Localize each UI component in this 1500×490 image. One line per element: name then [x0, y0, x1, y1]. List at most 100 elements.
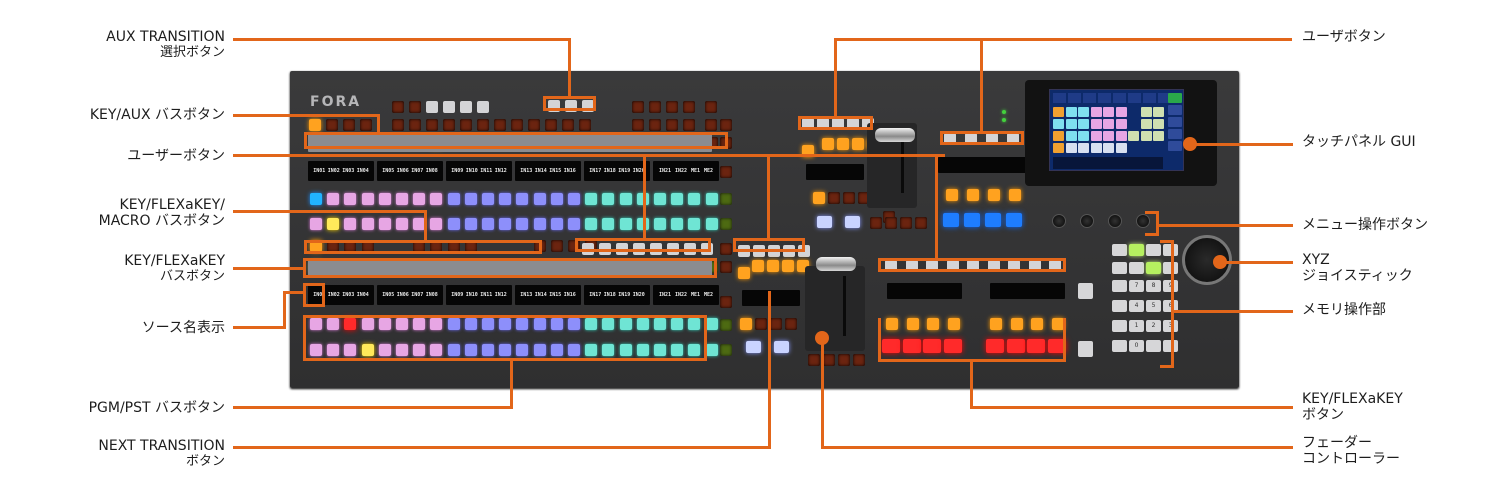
- pgm-bus-button[interactable]: [585, 318, 598, 330]
- flexakey-macro-bus-button[interactable]: [327, 240, 340, 252]
- touch-panel-side-button[interactable]: [1168, 117, 1182, 127]
- touch-panel-tab[interactable]: [1083, 93, 1096, 103]
- aux-bus-button[interactable]: [720, 119, 732, 131]
- aux-bus-button[interactable]: [632, 101, 644, 113]
- pst-bus-button[interactable]: [602, 218, 615, 230]
- touch-panel-button[interactable]: [1153, 107, 1164, 117]
- trans-option-button[interactable]: [808, 354, 820, 366]
- key-flexakey-button[interactable]: [967, 189, 979, 201]
- memory-function-button[interactable]: [1163, 340, 1178, 352]
- next-transition-button[interactable]: [720, 319, 732, 331]
- pst-bus-button[interactable]: [550, 344, 563, 356]
- key-flexakey-button[interactable]: [943, 339, 962, 353]
- key-flexakey-button[interactable]: [964, 213, 980, 227]
- pst-bus-button[interactable]: [499, 218, 512, 230]
- touch-panel-button[interactable]: [1078, 143, 1089, 153]
- key-select-button[interactable]: [309, 119, 321, 131]
- pgm-bus-button[interactable]: [654, 193, 666, 205]
- touch-panel-button[interactable]: [1140, 119, 1152, 129]
- aux-bus-button[interactable]: [477, 101, 489, 113]
- pgm-bus-button[interactable]: [585, 193, 598, 205]
- touch-panel-side-button[interactable]: [1168, 129, 1182, 139]
- touch-panel-button[interactable]: [1140, 131, 1152, 141]
- pgm-bus-button[interactable]: [378, 193, 391, 205]
- keypad-key-4[interactable]: 4: [1129, 300, 1144, 312]
- flexakey-macro-bus-button[interactable]: [344, 240, 357, 252]
- keypad-key-9[interactable]: 9: [1163, 280, 1178, 292]
- pgm-bus-button[interactable]: [533, 193, 546, 205]
- fader-handle-upper[interactable]: [875, 128, 915, 142]
- key-select-button[interactable]: [326, 119, 338, 131]
- menu-knob-4[interactable]: [1136, 214, 1150, 228]
- touch-panel-button[interactable]: [1065, 143, 1077, 153]
- pst-bus-button[interactable]: [533, 344, 546, 356]
- pst-bus-button[interactable]: [378, 218, 391, 230]
- pgm-bus-button[interactable]: [396, 318, 408, 330]
- pgm-bus-button[interactable]: [413, 193, 426, 205]
- pst-bus-button[interactable]: [585, 344, 598, 356]
- touch-panel-button[interactable]: [1053, 119, 1064, 129]
- aux-bus-button[interactable]: [683, 101, 695, 113]
- pgm-bus-button[interactable]: [636, 318, 649, 330]
- touch-panel-side-button[interactable]: [1168, 93, 1182, 103]
- pst-bus-button[interactable]: [430, 344, 443, 356]
- touch-panel-button[interactable]: [1153, 131, 1164, 141]
- touch-panel-tab[interactable]: [1158, 93, 1171, 103]
- touch-panel-tab[interactable]: [1068, 93, 1081, 103]
- key-flexakey-button[interactable]: [1009, 189, 1021, 201]
- pgm-bus-button[interactable]: [413, 318, 426, 330]
- pgm-bus-button[interactable]: [705, 318, 718, 330]
- key-flexakey-button[interactable]: [882, 339, 900, 353]
- pst-bus-button[interactable]: [378, 344, 391, 356]
- pgm-bus-button[interactable]: [344, 193, 357, 205]
- transition-type-button[interactable]: [770, 318, 782, 330]
- memory-function-button[interactable]: [1146, 244, 1161, 256]
- key-flexakey-button[interactable]: [1010, 318, 1023, 330]
- key-select-button[interactable]: [360, 119, 372, 131]
- flexakey-macro-bus-button[interactable]: [550, 240, 563, 252]
- pgm-bus-button[interactable]: [464, 318, 477, 330]
- pgm-bus-button[interactable]: [568, 318, 580, 330]
- pgm-bus-button[interactable]: [430, 193, 443, 205]
- pst-bus-button[interactable]: [654, 344, 666, 356]
- pst-bus-button[interactable]: [671, 344, 684, 356]
- memory-function-button[interactable]: [1129, 262, 1144, 274]
- pgm-bus-button[interactable]: [671, 193, 684, 205]
- flexakey-macro-bus-button[interactable]: [430, 240, 443, 252]
- flexakey-macro-bus-button[interactable]: [447, 240, 460, 252]
- pst-bus-button[interactable]: [671, 218, 684, 230]
- transition-type-button[interactable]: [740, 318, 752, 330]
- touch-panel-button[interactable]: [1065, 131, 1077, 141]
- pgm-bus-button[interactable]: [447, 318, 460, 330]
- menu-knob-3[interactable]: [1108, 214, 1122, 228]
- pgm-bus-button[interactable]: [310, 193, 322, 205]
- pgm-bus-button[interactable]: [327, 318, 340, 330]
- pst-bus-button[interactable]: [310, 344, 322, 356]
- memory-function-button[interactable]: [1146, 340, 1161, 352]
- aux-bus-button[interactable]: [426, 101, 438, 113]
- aux-bus-button[interactable]: [460, 101, 472, 113]
- menu-knob-2[interactable]: [1080, 214, 1094, 228]
- pst-bus-button[interactable]: [396, 218, 408, 230]
- pgm-bus-button[interactable]: [602, 318, 615, 330]
- keypad-key-1[interactable]: 1: [1129, 320, 1144, 332]
- pgm-bus-button[interactable]: [482, 193, 494, 205]
- touch-panel-button[interactable]: [1090, 119, 1102, 129]
- pgm-bus-button[interactable]: [550, 193, 563, 205]
- key-flexakey-button[interactable]: [946, 189, 958, 201]
- trans-option-button[interactable]: [853, 354, 865, 366]
- keypad-key-5[interactable]: 5: [1146, 300, 1161, 312]
- touch-panel-screen[interactable]: [1049, 89, 1184, 171]
- pst-bus-button[interactable]: [413, 344, 426, 356]
- pgm-bus-button[interactable]: [671, 318, 684, 330]
- key-flexakey-button[interactable]: [943, 213, 959, 227]
- cut-button[interactable]: [774, 341, 789, 353]
- pst-bus-button[interactable]: [619, 344, 632, 356]
- pst-bus-button[interactable]: [636, 344, 649, 356]
- memory-function-button[interactable]: [1112, 300, 1127, 312]
- touch-panel-button[interactable]: [1103, 143, 1114, 153]
- key-flexakey-button[interactable]: [1051, 318, 1064, 330]
- touch-panel-button[interactable]: [1065, 119, 1077, 129]
- pst-bus-button[interactable]: [482, 218, 494, 230]
- touch-panel-button[interactable]: [1103, 107, 1114, 117]
